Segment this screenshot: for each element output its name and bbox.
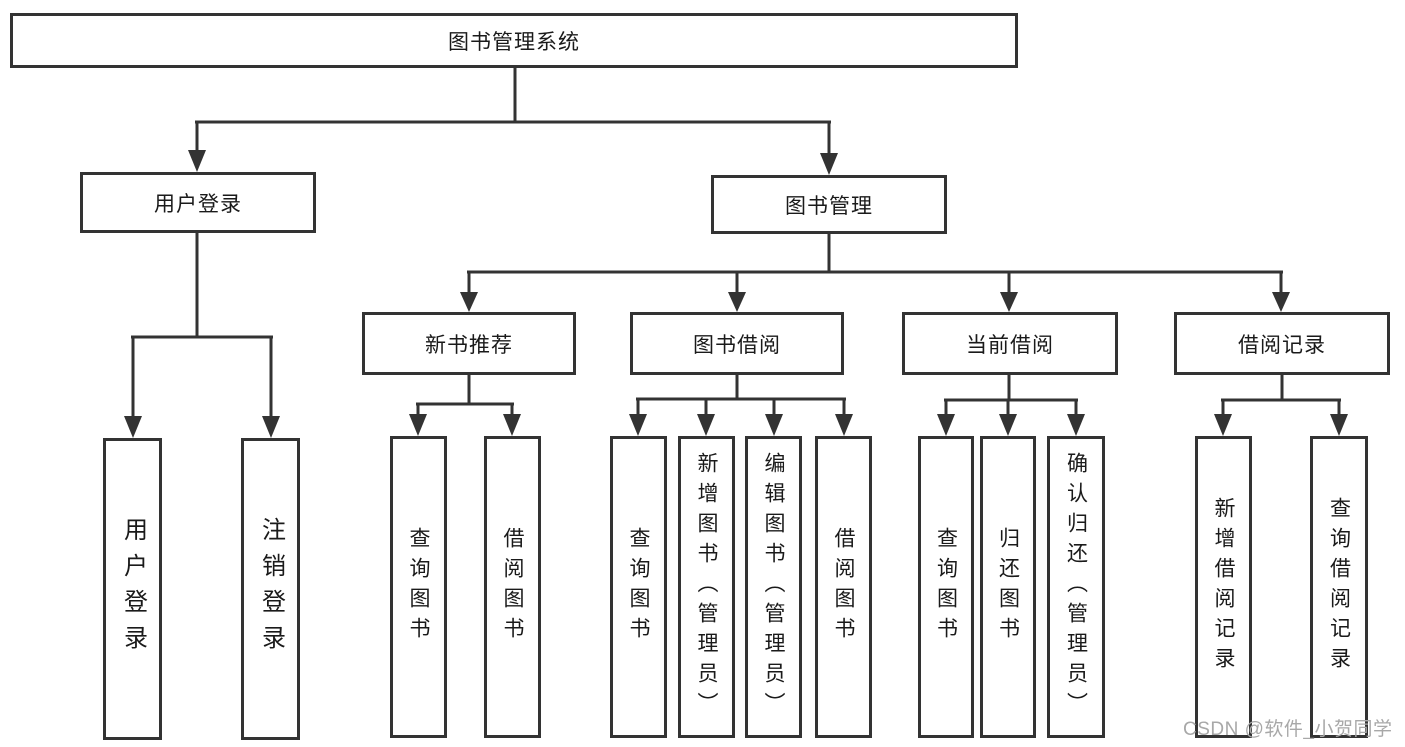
node-label: 用户登录 xyxy=(154,192,242,216)
node-current-borrowing: 当前借阅 xyxy=(902,312,1118,375)
node-label: 新书推荐 xyxy=(425,333,513,357)
leaf-label: 编辑图书（管理员） xyxy=(762,452,785,722)
leaf-label: 确认归还（管理员） xyxy=(1064,452,1088,722)
leaf-label: 新增图书（管理员） xyxy=(695,452,718,722)
leaf-confirm-return-admin: 确认归还（管理员） xyxy=(1047,436,1105,738)
node-user-login: 用户登录 xyxy=(80,172,316,233)
node-label: 借阅记录 xyxy=(1238,333,1326,357)
leaf-label: 借阅图书 xyxy=(501,527,524,647)
leaf-logout: 注销登录 xyxy=(241,438,300,740)
leaf-label: 查询图书 xyxy=(934,527,958,647)
node-borrowing-records: 借阅记录 xyxy=(1174,312,1390,375)
node-book-borrowing: 图书借阅 xyxy=(630,312,844,375)
leaf-label: 查询借阅记录 xyxy=(1327,497,1351,677)
leaf-query-books-recommend: 查询图书 xyxy=(390,436,447,738)
leaf-label: 注销登录 xyxy=(257,517,285,661)
leaf-label: 新增借阅记录 xyxy=(1212,497,1235,677)
leaf-query-books-borrow: 查询图书 xyxy=(610,436,667,738)
node-library-management-system: 图书管理系统 xyxy=(10,13,1018,68)
leaf-label: 借阅图书 xyxy=(832,527,855,647)
watermark-csdn: CSDN @软件_小贺同学 xyxy=(1183,719,1393,740)
node-book-management: 图书管理 xyxy=(711,175,947,234)
leaf-label: 归还图书 xyxy=(996,527,1020,647)
node-label: 当前借阅 xyxy=(966,333,1054,357)
leaf-edit-books-admin: 编辑图书（管理员） xyxy=(745,436,802,738)
leaf-query-borrow-record: 查询借阅记录 xyxy=(1310,436,1368,738)
leaf-user-login: 用户登录 xyxy=(103,438,162,740)
leaf-add-books-admin: 新增图书（管理员） xyxy=(678,436,735,738)
leaf-borrow-books-recommend: 借阅图书 xyxy=(484,436,541,738)
leaf-borrow-books: 借阅图书 xyxy=(815,436,872,738)
leaf-label: 用户登录 xyxy=(119,517,147,661)
node-new-book-recommendation: 新书推荐 xyxy=(362,312,576,375)
leaf-add-borrow-record: 新增借阅记录 xyxy=(1195,436,1252,738)
node-label: 图书借阅 xyxy=(693,333,781,357)
node-label: 图书管理 xyxy=(785,194,873,218)
leaf-query-books-current: 查询图书 xyxy=(918,436,974,738)
leaf-return-books: 归还图书 xyxy=(980,436,1036,738)
leaf-label: 查询图书 xyxy=(627,527,650,647)
leaf-label: 查询图书 xyxy=(407,527,430,647)
node-label: 图书管理系统 xyxy=(448,30,580,54)
